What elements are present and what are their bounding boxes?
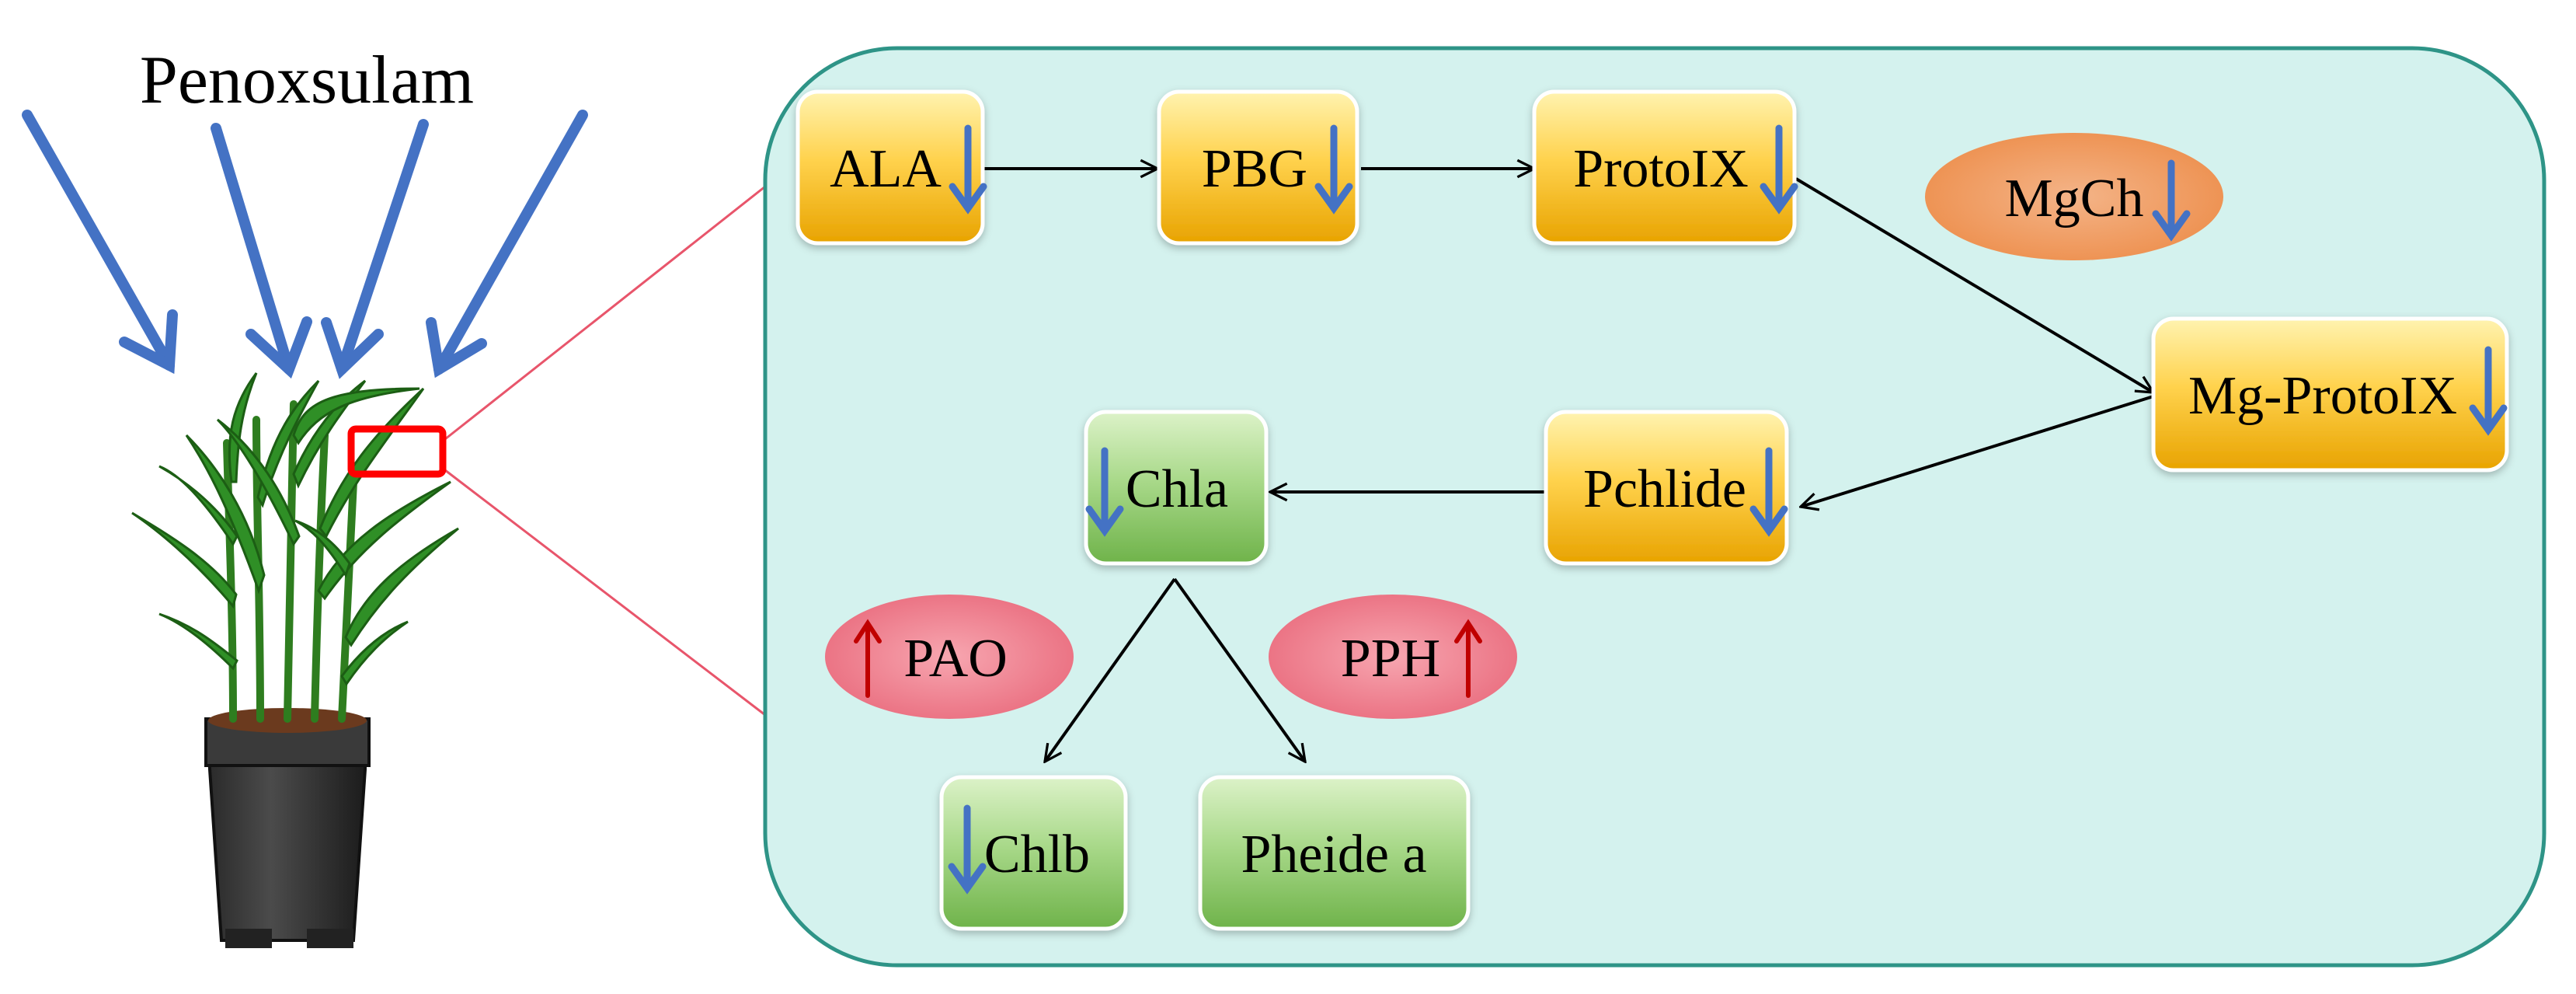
pot-foot-right <box>307 929 353 948</box>
down-arrow-icon <box>949 124 987 214</box>
node-pchlide-label: Pchlide <box>1583 459 1746 519</box>
node-mgch-label: MgCh <box>2005 169 2144 228</box>
edge-protoix-mgprotoix <box>1794 177 2153 392</box>
treatment-arrow-1 <box>22 110 178 375</box>
node-pph: PPH <box>1269 595 1517 719</box>
node-protoix-label: ProtoIX <box>1573 139 1749 199</box>
pathway-edges <box>983 169 2153 762</box>
treatment-arrow-4 <box>426 110 588 378</box>
down-arrow-icon <box>1760 124 1798 214</box>
down-arrow-icon <box>2469 346 2508 436</box>
node-mgch: MgCh <box>1925 133 2223 260</box>
node-mgprotoix-label: Mg-ProtoIX <box>2188 366 2457 426</box>
down-arrow-icon <box>2152 159 2191 242</box>
node-pheide: Pheide a <box>1198 775 1471 931</box>
up-arrow-icon <box>854 619 882 698</box>
down-arrow-icon <box>1749 447 1788 537</box>
edge-chla-chlb <box>1045 577 1176 762</box>
node-pph-label: PPH <box>1341 629 1440 689</box>
node-chlb-label: Chlb <box>984 825 1090 884</box>
node-pao-label: PAO <box>903 629 1008 689</box>
treatment-arrow-3 <box>321 119 429 379</box>
plant-illustration <box>131 372 459 948</box>
node-pbg-label: PBG <box>1202 139 1307 199</box>
edge-chla-pheide <box>1173 577 1305 762</box>
down-arrow-icon <box>1085 447 1124 537</box>
node-pbg: PBG <box>1157 89 1359 246</box>
node-chla-label: Chla <box>1126 459 1228 519</box>
node-ala: ALA <box>795 89 987 246</box>
node-mgprotoix: Mg-ProtoIX <box>2151 316 2509 473</box>
leaf-highlight-box <box>347 425 447 478</box>
treatment-arrow-2 <box>211 123 312 379</box>
node-protoix: ProtoIX <box>1532 89 1798 246</box>
node-ala-label: ALA <box>830 139 942 199</box>
node-chla: Chla <box>1084 410 1269 566</box>
down-arrow-icon <box>1314 124 1353 214</box>
up-arrow-icon <box>1454 619 1482 698</box>
pot-foot-left <box>225 929 272 948</box>
treatment-arrows <box>22 110 588 379</box>
node-chlb: Chlb <box>939 775 1128 931</box>
node-pheide-label: Pheide a <box>1241 825 1426 884</box>
herbicide-title: Penoxsulam <box>140 43 474 118</box>
node-pchlide: Pchlide <box>1544 410 1789 566</box>
zoom-connector <box>444 185 766 717</box>
down-arrow-icon <box>948 804 987 895</box>
edge-mgprotoix-pchlide <box>1801 395 2154 507</box>
node-pao: PAO <box>825 595 1074 719</box>
